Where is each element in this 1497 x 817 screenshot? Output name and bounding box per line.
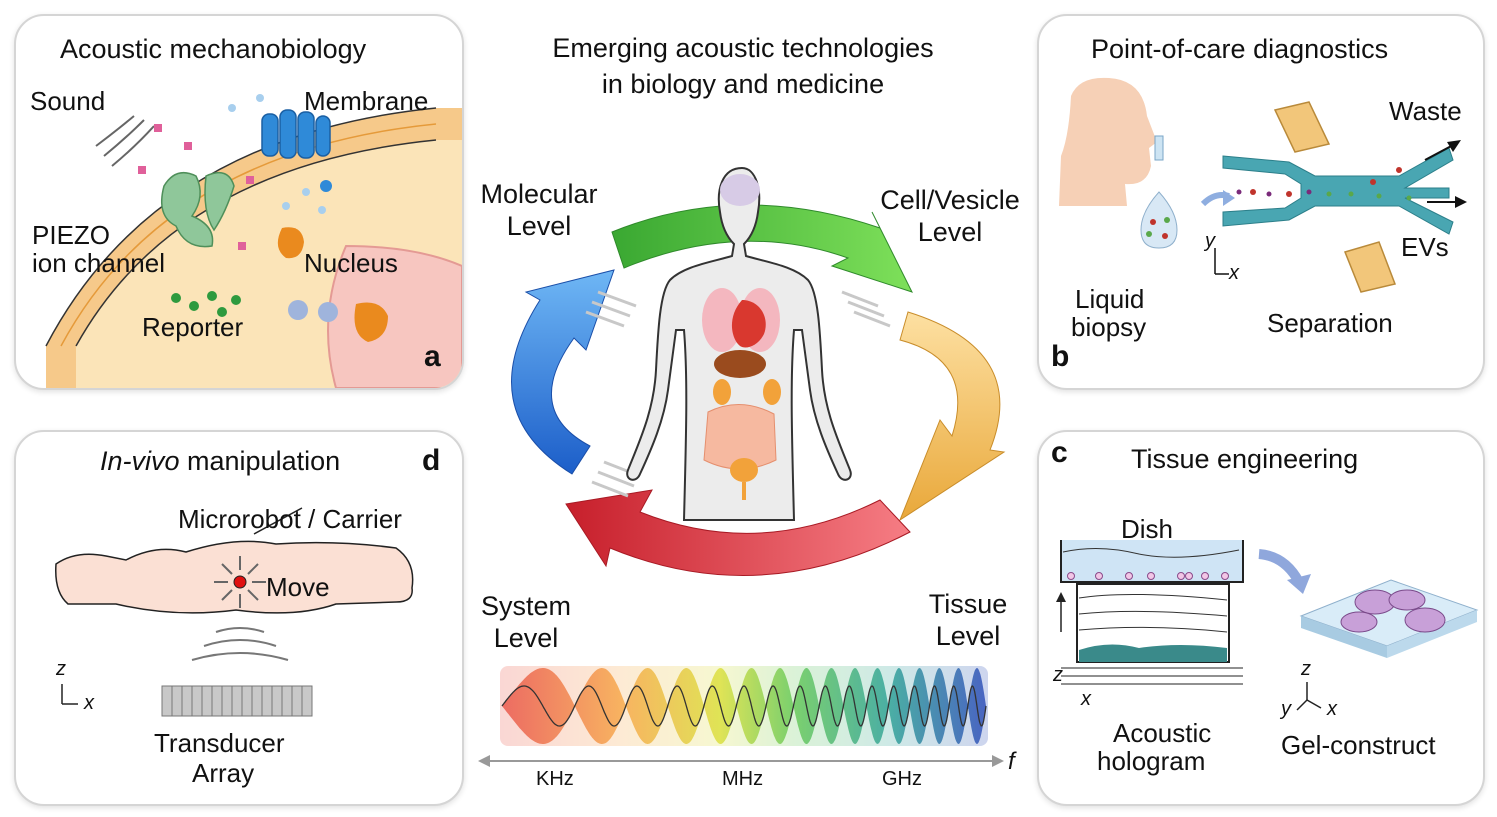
panel-d-title: In-vivo manipulation: [100, 446, 340, 477]
frequency-spectrum: [478, 666, 1004, 767]
cell-level-line2: Level: [917, 217, 983, 247]
spectrum-label-khz: KHz: [536, 768, 574, 790]
panel-a-title: Acoustic mechanobiology: [60, 34, 367, 64]
label-sound: Sound: [30, 86, 106, 116]
axis-z-label: z: [56, 658, 66, 680]
axis-x2-label: x: [1327, 698, 1337, 720]
label-separation: Separation: [1267, 308, 1393, 338]
panel-acoustic-mechanobiology: Acoustic mechanobiology Sound Membrane P…: [14, 14, 464, 390]
panel-point-of-care-diagnostics: Point-of-care diagnostics Waste EVs Liqu…: [1037, 14, 1485, 390]
panel-c-title: Tissue engineering: [1131, 444, 1359, 474]
label-microrobot: Microrobot / Carrier: [178, 504, 402, 534]
spectrum-label-ghz: GHz: [882, 768, 922, 790]
axis-x-label: x: [1229, 262, 1239, 284]
label-liquid-line2: biopsy: [1071, 312, 1147, 342]
label-hologram-line1: Acoustic: [1113, 718, 1212, 748]
panel-a-letter: a: [424, 340, 441, 373]
spectrum-label-mhz: MHz: [722, 768, 764, 790]
label-dish: Dish: [1121, 514, 1174, 544]
label-liquid-line1: Liquid: [1075, 284, 1145, 314]
system-level-label: System Level: [458, 590, 594, 654]
cell-level-label: Cell/Vesicle Level: [866, 184, 1034, 248]
axis-y2-label: y: [1281, 698, 1291, 720]
label-hologram-line2: hologram: [1097, 746, 1206, 776]
cell-level-line1: Cell/Vesicle: [880, 185, 1020, 215]
system-level-line1: System: [480, 591, 572, 621]
label-reporter: Reporter: [142, 312, 244, 342]
panel-b-title: Point-of-care diagnostics: [1091, 34, 1389, 64]
molecular-level-label: Molecular Level: [464, 178, 614, 242]
human-body: [626, 166, 852, 521]
center-title-line1: Emerging acoustic technologies: [552, 33, 934, 63]
label-move: Move: [266, 572, 330, 602]
label-gel-construct: Gel-construct: [1281, 730, 1436, 760]
center-title: Emerging acoustic technologies in biolog…: [470, 30, 1016, 102]
tissue-illustration: [1056, 540, 1479, 711]
label-evs: EVs: [1401, 232, 1449, 262]
tissue-level-label: Tissue Level: [900, 588, 1036, 652]
panel-c-letter: c: [1051, 436, 1068, 469]
axis-z-label: z: [1053, 664, 1063, 686]
label-transducer-line1: Transducer: [154, 728, 285, 758]
cycle-arrow-yellow: [898, 311, 1006, 522]
panel-in-vivo-manipulation: In-vivo manipulation d Microrobot / Carr…: [14, 430, 464, 806]
axis-z2-label: z: [1301, 658, 1311, 680]
label-piezo-line1: PIEZO: [32, 220, 111, 250]
panel-d-letter: d: [422, 444, 441, 477]
panel-d-title-italic: In-vivo: [100, 446, 180, 476]
cycle-arrow-green: [611, 204, 913, 293]
molecular-level-line2: Level: [506, 211, 572, 241]
label-nucleus: Nucleus: [304, 248, 398, 278]
cycle-arrow-blue: [511, 269, 615, 475]
label-piezo-line2: ion channel: [32, 248, 165, 278]
label-transducer-line2: Array: [192, 758, 255, 788]
axis-x-label: x: [1081, 688, 1091, 710]
system-level-line2: Level: [493, 623, 559, 653]
label-waste: Waste: [1389, 96, 1462, 126]
in-vivo-illustration: [55, 507, 414, 717]
cell-illustration: [45, 94, 462, 388]
molecular-level-line1: Molecular: [480, 179, 598, 209]
axis-x-label: x: [84, 692, 94, 714]
center-title-line2: in biology and medicine: [601, 69, 885, 99]
tissue-level-line1: Tissue: [928, 589, 1008, 619]
spectrum-axis-label: f: [1008, 748, 1015, 775]
cycle-arrow-red: [565, 489, 911, 576]
tissue-level-line2: Level: [935, 621, 1001, 651]
panel-d-title-rest: manipulation: [179, 446, 341, 476]
label-membrane: Membrane: [304, 86, 429, 116]
axis-y-label: y: [1205, 230, 1215, 252]
diagnostics-illustration: [1059, 77, 1467, 293]
panel-b-letter: b: [1051, 340, 1070, 373]
panel-tissue-engineering: c Tissue engineering Dish Acoustic holog…: [1037, 430, 1485, 806]
